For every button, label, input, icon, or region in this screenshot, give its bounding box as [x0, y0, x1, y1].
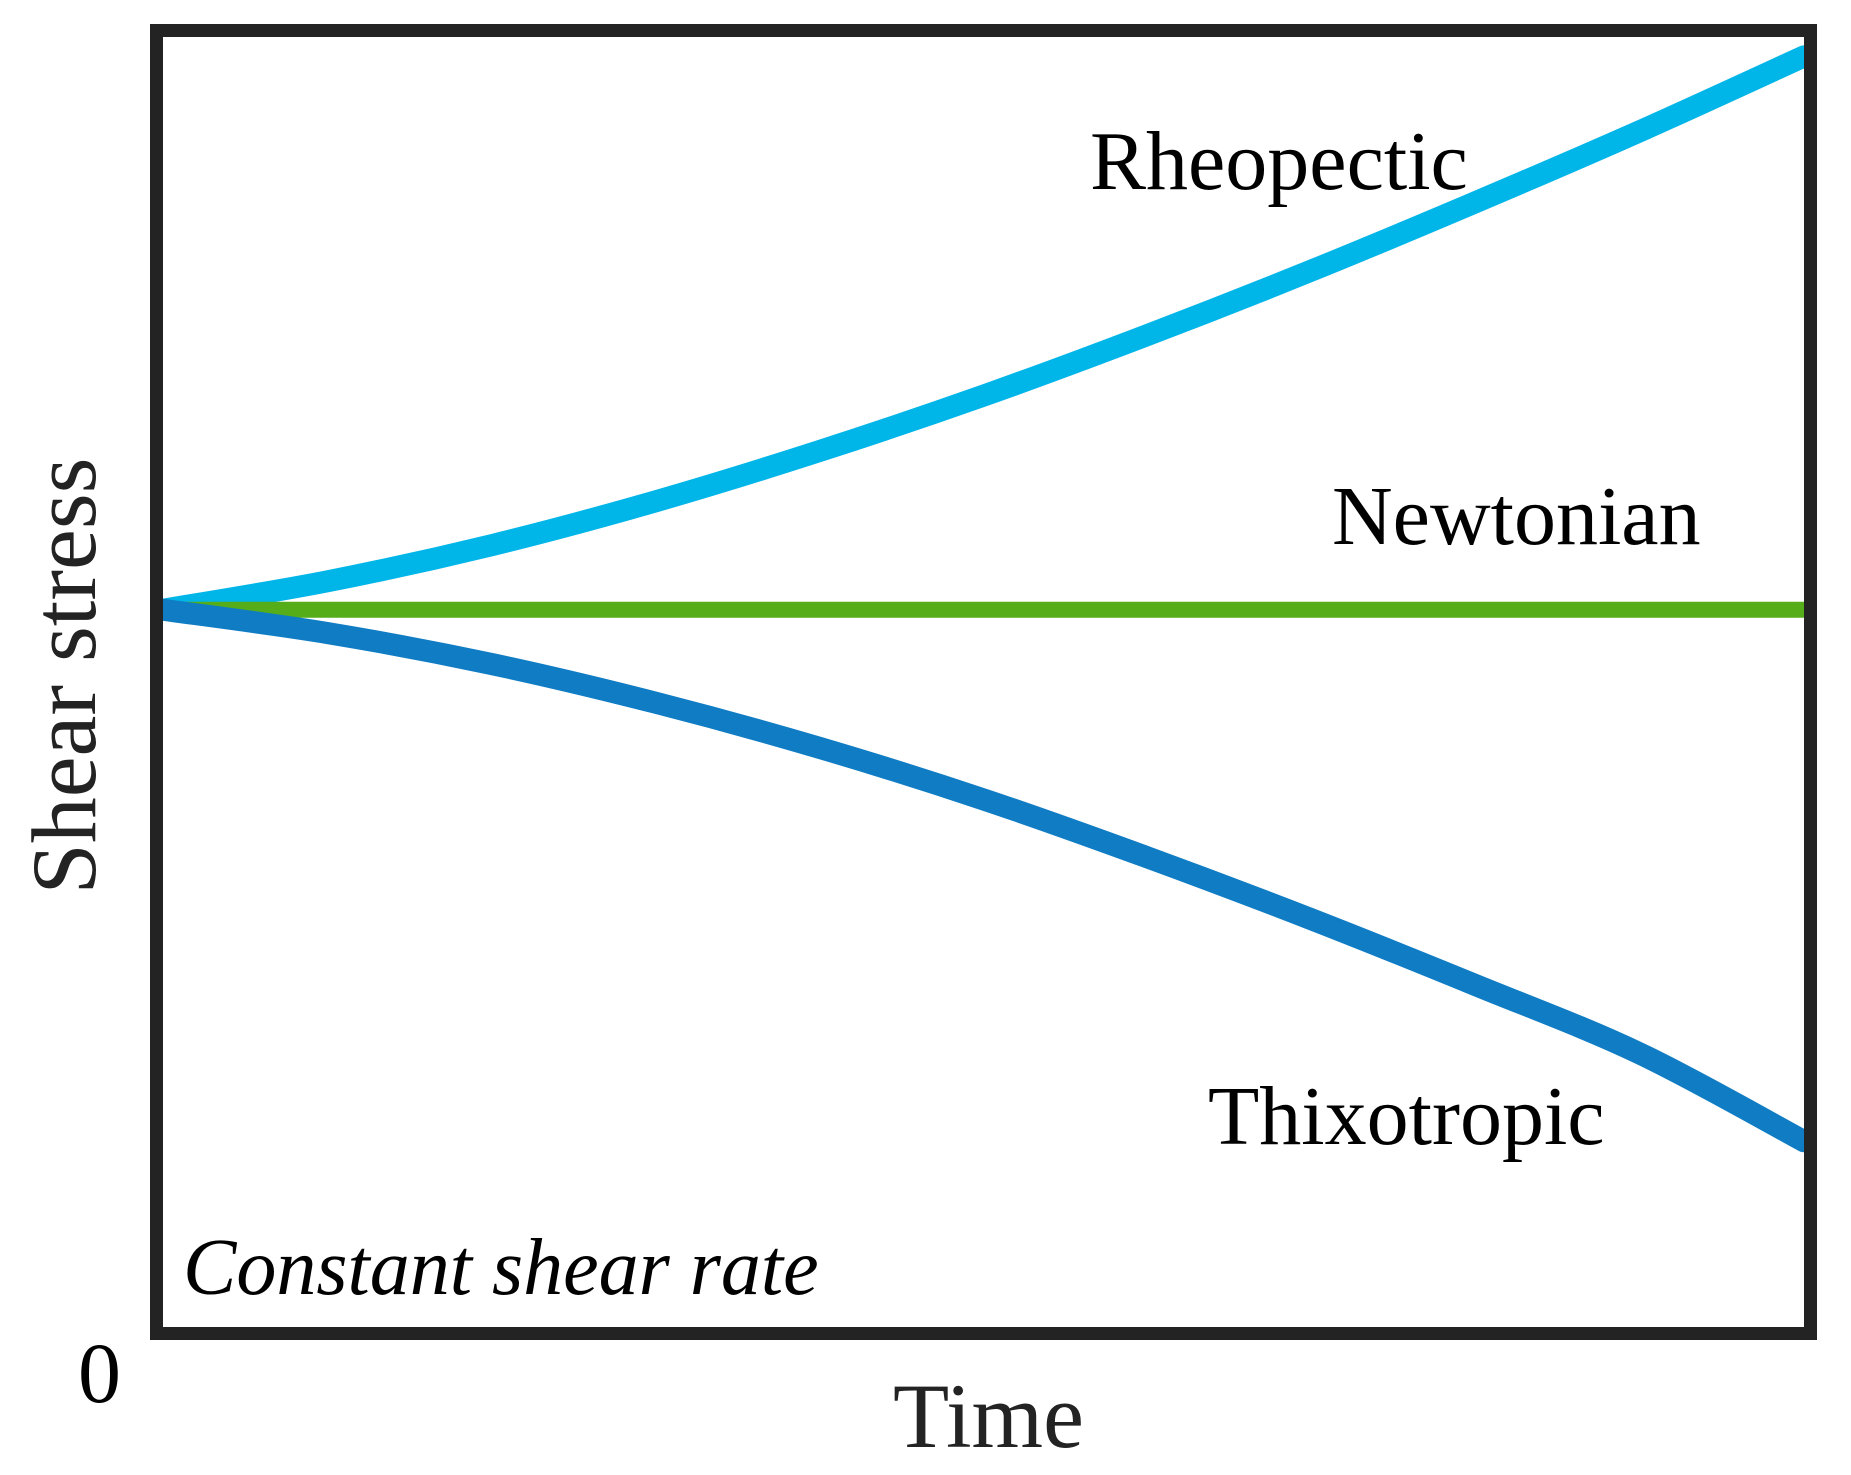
series-label-newtonian: Newtonian [1332, 470, 1701, 563]
y-axis-title-wrapper: Shear stress [13, 406, 115, 946]
axis-origin-label: 0 [78, 1325, 121, 1421]
curve-layer [163, 45, 1804, 1153]
plot-annotation-note: Constant shear rate [183, 1224, 819, 1312]
y-axis-title: Shear stress [13, 457, 115, 895]
x-axis-title: Time [893, 1365, 1084, 1467]
series-label-thixotropic: Thixotropic [1208, 1070, 1605, 1163]
series-path-thixotropic [163, 598, 1804, 1153]
plot-frame [150, 24, 1817, 1340]
series-path-rheopectic [163, 45, 1804, 621]
series-label-rheopectic: Rheopectic [1090, 115, 1468, 208]
